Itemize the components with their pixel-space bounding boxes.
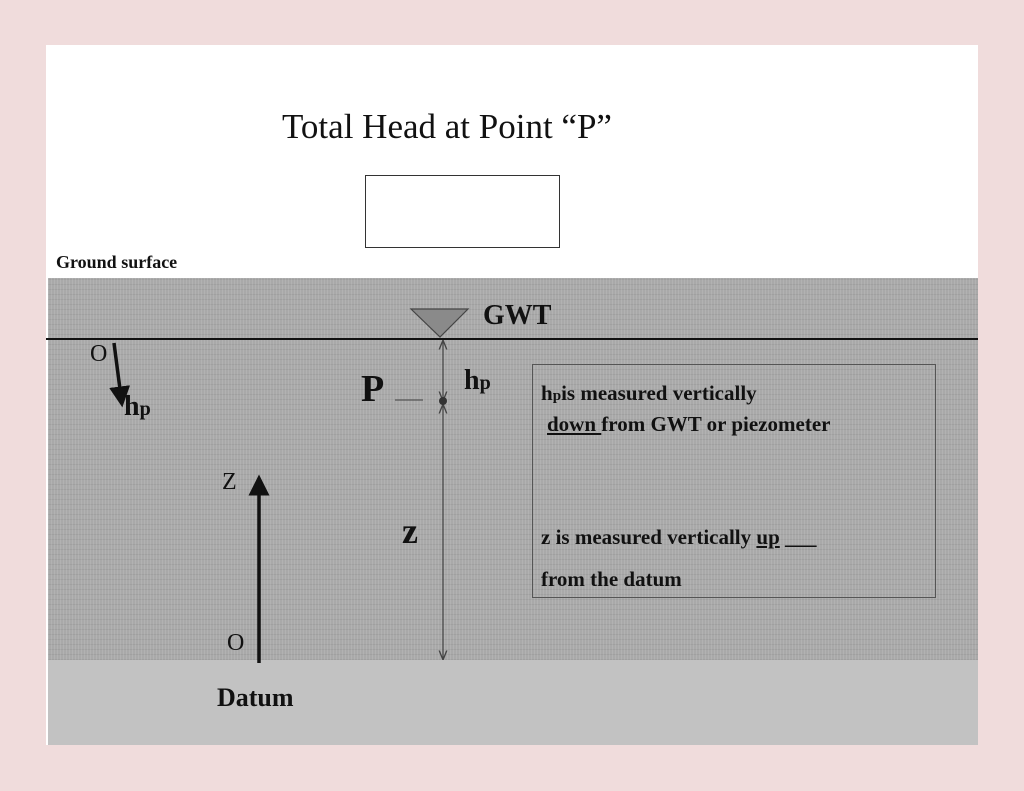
hp-left-subscript: p [139, 398, 151, 420]
note-hp-line2: down from GWT or piezometer [547, 412, 830, 437]
notes-box: hpis measured vertically down from GWT o… [532, 364, 936, 598]
gwt-marker-icon [409, 308, 470, 338]
point-p-marker [439, 397, 447, 405]
datum-band [48, 660, 978, 745]
hp-left-symbol: h [124, 391, 140, 422]
ground-surface-label: Ground surface [56, 252, 178, 272]
note-hp-line2-text: from GWT or piezometer [601, 412, 831, 436]
soil-layer [48, 278, 978, 660]
note-hp-line1: hpis measured vertically [541, 381, 757, 406]
note-z-line1: z is measured vertically up ___ [541, 525, 817, 550]
hp-dimension-subscript: p [479, 372, 491, 394]
note-blank: ___ [785, 525, 817, 549]
note-hp-text: is measured vertically [561, 381, 757, 405]
datum-label: Datum [217, 683, 294, 712]
note-up-word: up [756, 525, 780, 549]
hp-origin-label: O [90, 341, 108, 367]
note-z-line2: from the datum [541, 567, 682, 591]
answer-box [365, 175, 560, 248]
z-origin-label: O [227, 630, 245, 656]
z-arrow-label: Z [222, 469, 237, 495]
note-hp-subscript: p [552, 388, 562, 404]
point-p-label: P [361, 368, 385, 410]
diagram-drawing [109, 308, 470, 663]
hp-dimension-symbol: h [464, 365, 480, 396]
note-hp-symbol: h [541, 381, 553, 405]
hp-left-arrow [109, 342, 131, 408]
z-dimension-label: z [402, 511, 418, 551]
note-z-text: z is measured vertically [541, 525, 757, 549]
hp-left-label: hp [124, 391, 151, 423]
hp-dimension-label: hp [464, 365, 491, 397]
groundwater-table-line [46, 338, 978, 340]
slide-title: Total Head at Point “P” [282, 107, 612, 146]
slide: Total Head at Point “P” Ground surface G… [46, 45, 978, 745]
note-down-word: down [547, 412, 602, 436]
gwt-label: GWT [483, 300, 552, 331]
